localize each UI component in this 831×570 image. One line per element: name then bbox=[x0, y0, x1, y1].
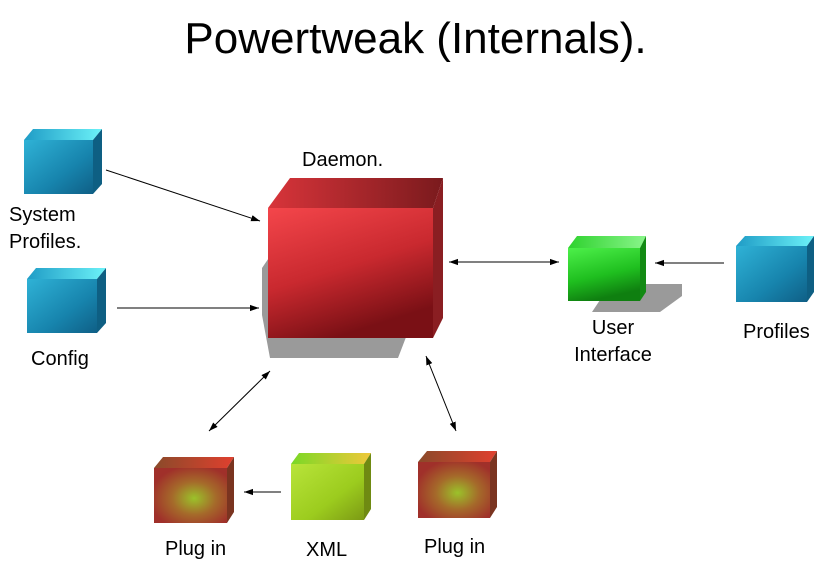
daemon-cube bbox=[268, 178, 443, 338]
arrow-system-profiles-to-daemon bbox=[105, 169, 261, 222]
user-interface-cube bbox=[568, 236, 646, 301]
xml-label: XML bbox=[306, 539, 348, 561]
plug-in-right-label: Plug in bbox=[424, 536, 486, 558]
arrow-daemon-plug-in-right bbox=[425, 355, 457, 432]
user-interface-label-line-1: User bbox=[591, 317, 635, 339]
daemon-label: Daemon. bbox=[302, 149, 384, 171]
user-interface-label: User Interface bbox=[555, 315, 671, 369]
user-interface-label-line-2: Interface bbox=[574, 344, 652, 366]
config-label: Config bbox=[31, 348, 89, 370]
diagram-title: Powertweak (Internals). bbox=[184, 14, 647, 63]
plug-in-left-cube bbox=[154, 457, 234, 523]
config-cube bbox=[27, 268, 106, 333]
profiles-label: Profiles bbox=[743, 321, 810, 343]
system-profiles-label-line-2: Profiles. bbox=[9, 231, 82, 253]
system-profiles-label: System Profiles. bbox=[9, 202, 81, 256]
plug-in-left-label: Plug in bbox=[165, 538, 227, 560]
plug-in-right-cube bbox=[418, 451, 497, 518]
profiles-cube bbox=[736, 236, 814, 302]
system-profiles-label-line-1: System bbox=[9, 204, 76, 226]
arrow-daemon-plug-in-left bbox=[208, 370, 271, 432]
system-profiles-cube bbox=[24, 129, 102, 194]
xml-cube bbox=[291, 453, 371, 520]
